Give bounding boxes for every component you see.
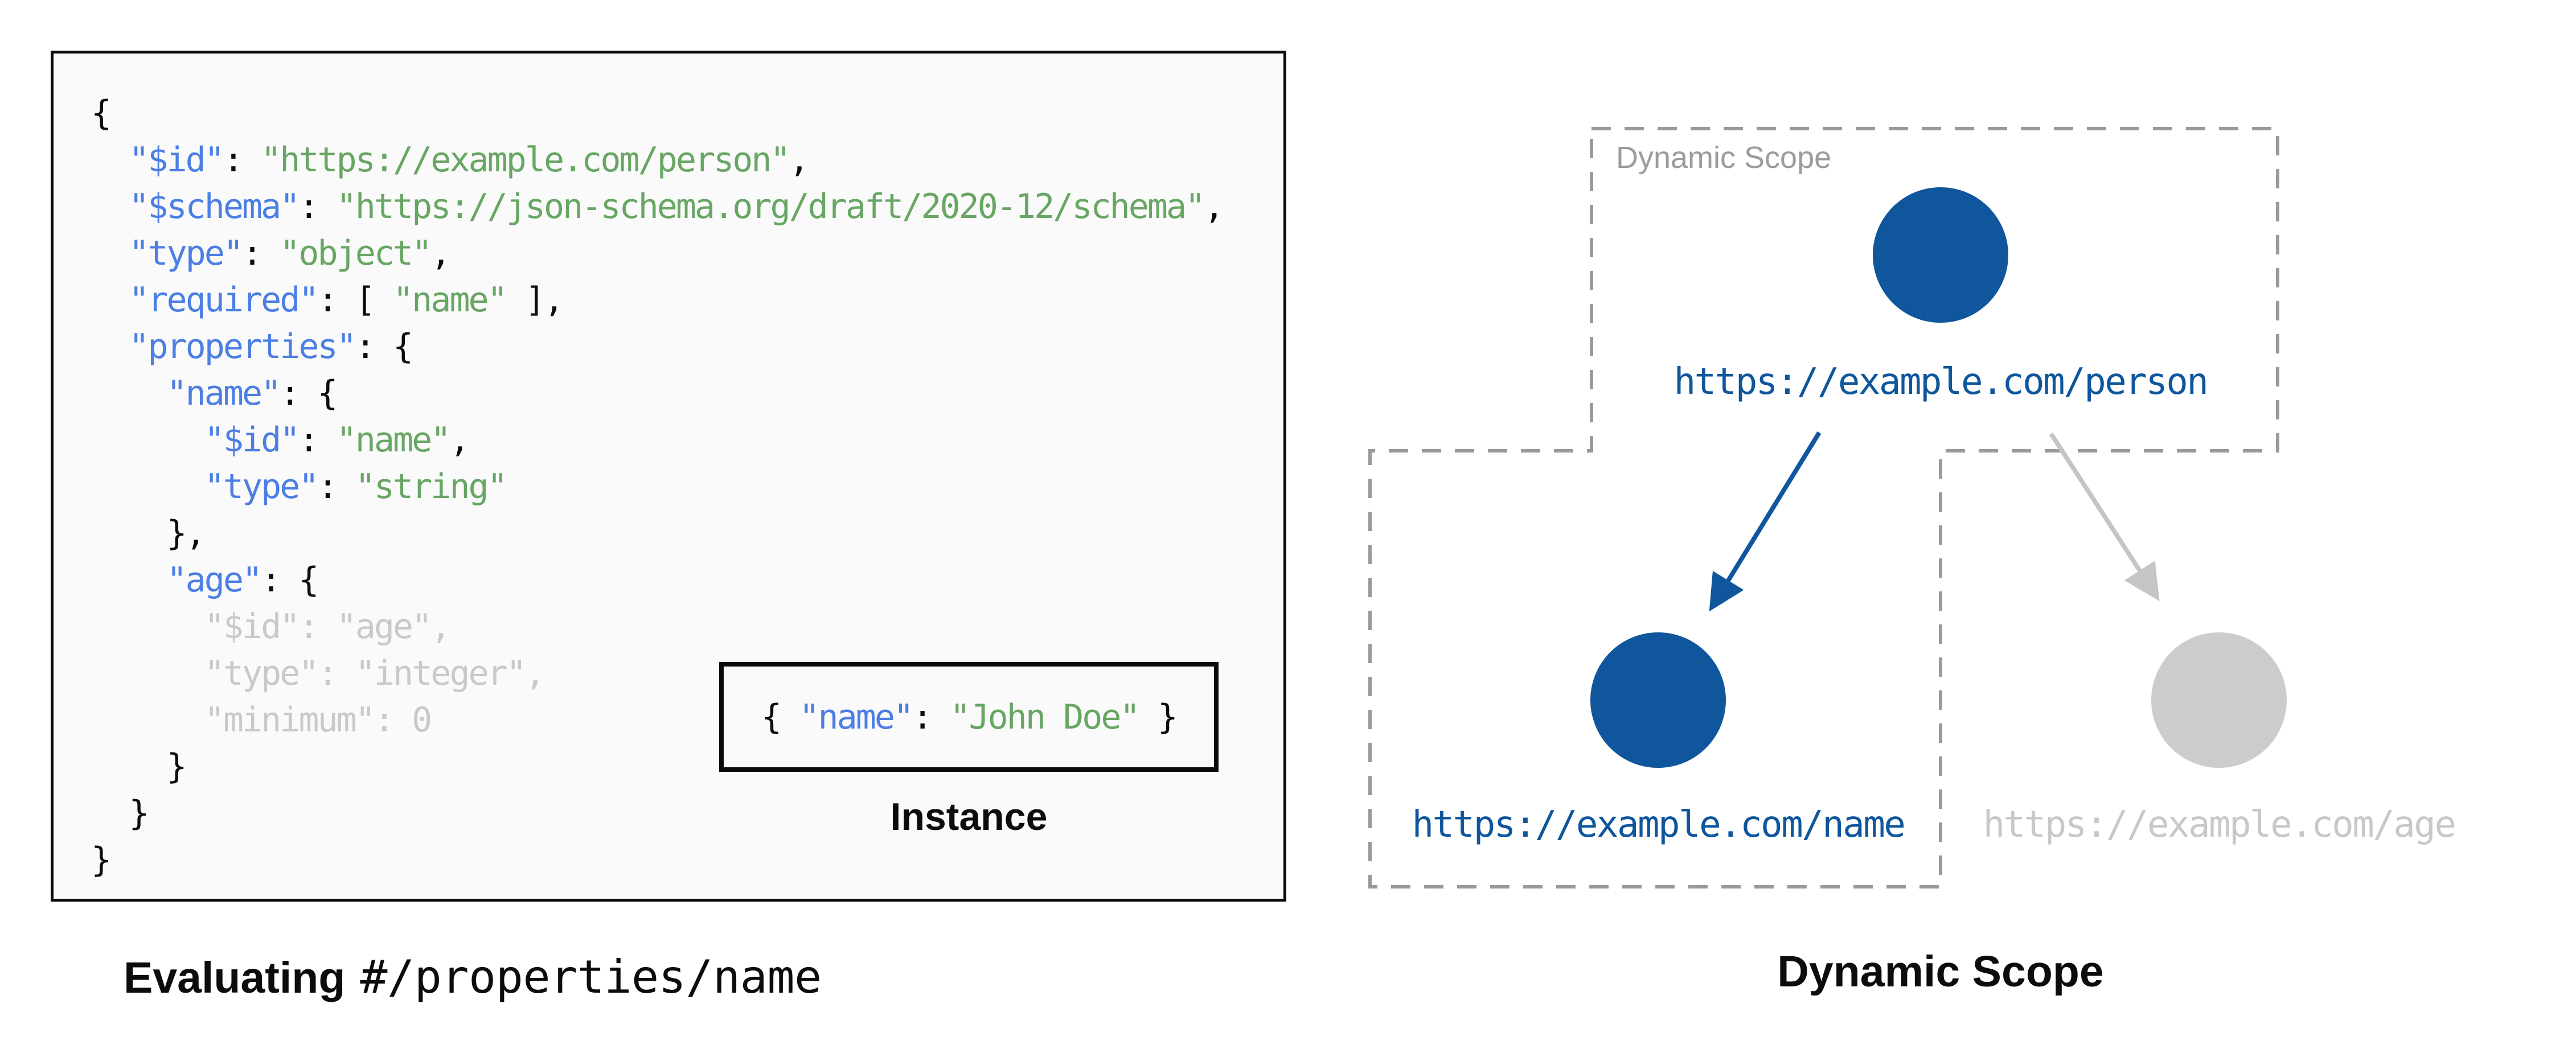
- code-token: "integer": [355, 653, 527, 693]
- instance-code: { "name": "John Doe" }: [761, 697, 1178, 737]
- dynamic-scope-region-label: Dynamic Scope: [1616, 141, 1832, 175]
- evaluating-caption-word: Evaluating: [124, 953, 346, 1002]
- code-line: "properties": {: [91, 323, 1223, 370]
- code-token: [91, 653, 204, 693]
- instance-box: { "name": "John Doe" }: [719, 662, 1219, 772]
- code-line: "age": {: [91, 557, 1223, 603]
- code-token: ],: [506, 280, 564, 320]
- code-line: },: [91, 510, 1223, 557]
- code-token: [91, 373, 167, 413]
- code-token: "name": [799, 697, 914, 737]
- code-token: }: [1138, 697, 1178, 737]
- code-token: "name": [336, 420, 452, 460]
- code-line: }: [91, 743, 1223, 790]
- code-token: "https://json-schema.org/draft/2020-12/s…: [336, 187, 1206, 227]
- code-token: "$id": [129, 140, 225, 180]
- code-line: }: [91, 837, 1223, 883]
- age-url-label: https://example.com/age: [1983, 804, 2456, 846]
- code-line: "required": [ "name" ],: [91, 277, 1223, 323]
- code-token: :: [223, 140, 261, 180]
- code-token: [91, 420, 204, 460]
- dynamic-scope-outline: [1368, 127, 2279, 889]
- code-token: {: [91, 93, 112, 133]
- code-token: "age": [336, 607, 433, 647]
- code-token: "type": [204, 467, 319, 507]
- code-token: :: [317, 653, 355, 693]
- code-token: "$id": [204, 607, 301, 647]
- code-line: "$schema": "https://json-schema.org/draf…: [91, 183, 1224, 230]
- code-token: {: [761, 697, 799, 737]
- instance-label: Instance: [890, 795, 1048, 838]
- code-token: "John Doe": [950, 697, 1140, 737]
- evaluating-caption: Evaluating #/properties/name: [124, 951, 822, 1003]
- code-token: ,: [430, 233, 451, 273]
- code-token: [91, 700, 204, 740]
- code-token: ,: [430, 607, 451, 647]
- code-line: "type": "integer",: [91, 650, 1223, 697]
- age-schema-node: [2151, 632, 2287, 768]
- code-token: :: [298, 420, 337, 460]
- code-token: "age": [166, 560, 263, 600]
- code-token: [91, 233, 129, 273]
- code-line: }: [91, 790, 1223, 837]
- code-token: :: [298, 187, 337, 227]
- code-line: "type": "string": [91, 463, 1223, 510]
- code-token: "string": [355, 467, 508, 507]
- code-token: ,: [1204, 187, 1224, 227]
- code-token: :: [912, 697, 950, 737]
- code-token: "type": [129, 233, 244, 273]
- code-token: [91, 140, 129, 180]
- code-token: [91, 280, 129, 320]
- code-token: ,: [789, 140, 810, 180]
- person-to-name-arrow: [1709, 431, 1822, 612]
- code-token: "properties": [129, 327, 356, 367]
- code-token: "$schema": [129, 187, 300, 227]
- code-line: "$id": "https://example.com/person",: [91, 137, 1223, 183]
- code-line: "type": "object",: [91, 230, 1223, 277]
- code-token: "$id": [204, 420, 301, 460]
- code-token: : {: [280, 373, 338, 413]
- code-token: "object": [280, 233, 432, 273]
- code-line: "name": {: [91, 370, 1223, 417]
- code-token: "required": [129, 280, 319, 320]
- code-token: : [: [317, 280, 393, 320]
- code-token: [91, 467, 204, 507]
- code-token: }: [91, 793, 149, 833]
- code-line: "$id": "age",: [91, 603, 1223, 650]
- code-token: ,: [449, 420, 470, 460]
- person-url-label: https://example.com/person: [1673, 361, 2209, 403]
- code-token: }: [91, 840, 112, 880]
- person-schema-node: [1873, 187, 2008, 323]
- code-token: "name": [392, 280, 508, 320]
- code-token: [91, 187, 129, 227]
- code-line: {: [91, 90, 1223, 137]
- name-url-label: https://example.com/name: [1412, 804, 1906, 846]
- code-token: :: [317, 467, 355, 507]
- code-token: ,: [524, 653, 545, 693]
- schema-code: { "$id": "https://example.com/person", "…: [91, 90, 1224, 883]
- code-token: : {: [261, 560, 319, 600]
- code-token: :: [374, 700, 412, 740]
- schema-panel: { "$id": "https://example.com/person", "…: [51, 51, 1286, 902]
- code-token: : {: [355, 327, 413, 367]
- code-token: 0: [412, 700, 432, 740]
- code-token: "https://example.com/person": [261, 140, 790, 180]
- code-token: "type": [204, 653, 319, 693]
- code-line: "$id": "name",: [91, 417, 1223, 463]
- code-token: }: [91, 747, 187, 787]
- dynamic-scope-caption: Dynamic Scope: [1777, 947, 2104, 996]
- person-to-age-arrow: [2049, 432, 2160, 602]
- code-token: :: [298, 607, 337, 647]
- code-token: [91, 327, 129, 367]
- code-token: "minimum": [204, 700, 376, 740]
- evaluating-caption-pointer: #/properties/name: [360, 951, 822, 1003]
- code-token: [91, 560, 167, 600]
- name-schema-node: [1590, 632, 1726, 768]
- code-line: "minimum": 0: [91, 697, 1223, 743]
- code-token: },: [91, 513, 206, 553]
- code-token: :: [242, 233, 280, 273]
- code-token: [91, 607, 204, 647]
- code-token: "name": [166, 373, 282, 413]
